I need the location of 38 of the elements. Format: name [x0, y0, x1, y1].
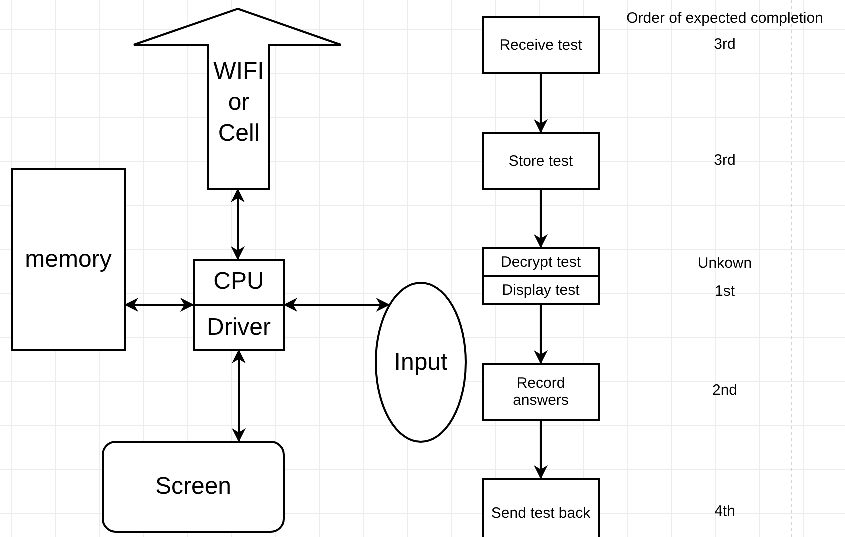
block-arrow	[133, 8, 342, 190]
node-label: WIFI or Cell	[212, 57, 266, 149]
node-label: Store test	[508, 152, 574, 170]
node-label: Display test	[502, 282, 580, 298]
completion-order: 3rd	[714, 152, 736, 169]
completion-order: 1st	[715, 283, 735, 300]
node-label: memory	[24, 246, 113, 274]
node-label: Decrypt test	[500, 254, 582, 270]
completion-order: 2nd	[712, 382, 738, 399]
node-label: Screen	[155, 473, 232, 501]
process-box	[482, 275, 600, 305]
column-header: Order of expected completion	[626, 10, 824, 27]
arrow	[534, 190, 548, 248]
screen-box	[102, 441, 285, 533]
arrow	[534, 305, 548, 364]
input-ellipse	[375, 282, 467, 443]
completion-order: Unkown	[698, 255, 752, 272]
node-label: CPU	[212, 267, 266, 297]
arrow	[232, 350, 246, 442]
arrow	[231, 188, 245, 260]
process-box	[482, 247, 600, 277]
completion-order: 4th	[714, 503, 736, 520]
process-box	[482, 16, 600, 74]
process-box	[482, 363, 600, 421]
completion-order: 3rd	[714, 36, 736, 53]
arrow	[534, 74, 548, 134]
arrow	[124, 298, 194, 312]
process-box	[482, 132, 600, 190]
memory-box	[11, 168, 126, 351]
arrow	[534, 421, 548, 480]
processor-box	[193, 259, 285, 351]
node-label: Receive test	[498, 36, 584, 54]
process-box	[482, 478, 600, 537]
node-label: Record answers	[512, 375, 570, 409]
node-label: Driver	[195, 304, 283, 350]
node-label: Send test back	[490, 504, 592, 522]
arrow	[284, 298, 390, 312]
node-label: Input	[394, 348, 448, 376]
